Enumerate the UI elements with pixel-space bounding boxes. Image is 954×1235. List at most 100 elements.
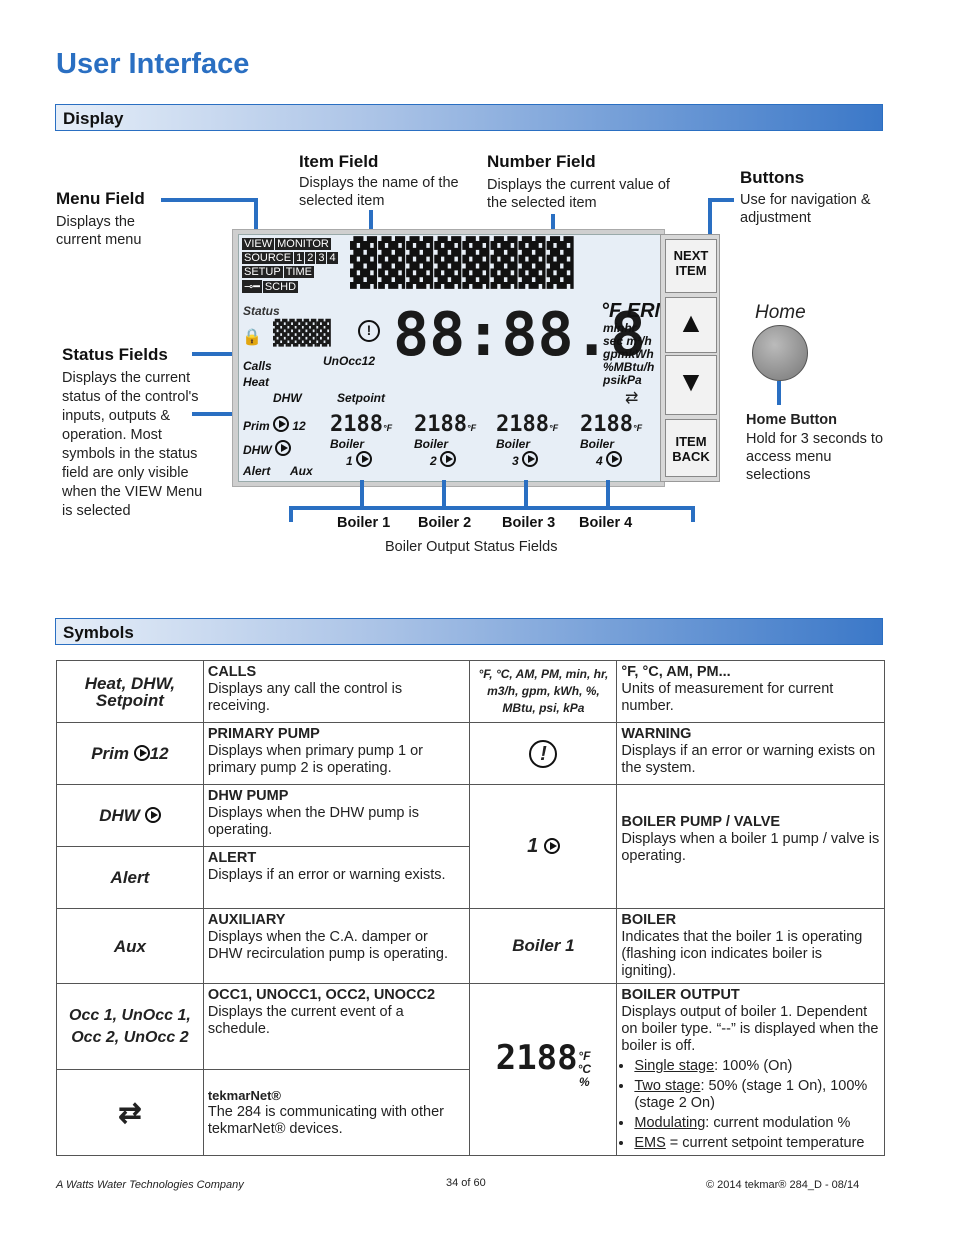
menu-field-desc: Displays the current menu: [56, 214, 142, 248]
sym-text: Displays any call the control is receivi…: [207, 681, 403, 714]
pump-icon: [273, 416, 290, 432]
menu-source-3: 3: [316, 252, 327, 264]
boiler-num: 3: [512, 454, 519, 468]
sym-key: !: [469, 722, 618, 785]
pump-icon: [133, 745, 150, 761]
sym-title: OCC1, UNOCC1, OCC2, UNOCC2: [207, 987, 436, 1003]
boiler-field-2: 2188°F Boiler 2: [414, 412, 494, 468]
pump-icon: [144, 807, 161, 823]
boiler-digits: 2188: [580, 412, 633, 437]
menu-view: VIEW: [242, 238, 275, 250]
units-top: °F ERM: [601, 300, 672, 322]
sym-key: Occ 1, UnOcc 1, Occ 2, UnOcc 2: [56, 983, 204, 1070]
sym-title: DHW PUMP: [207, 788, 289, 804]
sym-title: °F, °C, AM, PM...: [621, 664, 731, 680]
up-button[interactable]: ▲: [665, 297, 717, 353]
footer-right: © 2014 tekmar® 284_D - 08/14: [706, 1179, 860, 1191]
arrow-status: [192, 352, 238, 356]
list-item: Two stage: 50% (stage 1 On), 100% (stage…: [634, 1078, 880, 1112]
sym-key-text: 1: [527, 835, 539, 857]
list-item: EMS = current setpoint temperature: [634, 1135, 880, 1152]
list-item-term: EMS: [634, 1135, 666, 1151]
sym-title: CALLS: [207, 664, 257, 680]
pump-icon: [543, 838, 560, 854]
arrow-status-2: [192, 412, 238, 416]
unit-mbtu: %MBtu/h: [603, 360, 655, 374]
sym-key: 1: [469, 784, 618, 909]
units-stack: °F°C%: [578, 1050, 591, 1089]
boiler-output-digits: 2188: [495, 1038, 578, 1078]
menu-schd: SCHD: [262, 281, 299, 293]
boiler-num: 4: [596, 454, 603, 468]
sym-title: BOILER PUMP / VALVE: [621, 813, 781, 830]
list-item-term: Two stage: [634, 1078, 701, 1094]
pump-icon: [522, 451, 539, 467]
arrow-item: [369, 210, 373, 236]
boiler-field-4: 2188°F Boiler 4: [580, 412, 660, 468]
sym-text: Displays if an error or warning exists.: [207, 867, 446, 883]
lock-icon: 🔒: [242, 329, 262, 346]
sym-title: WARNING: [621, 726, 692, 742]
sym-text: Displays the current event of a schedule…: [207, 1004, 404, 1037]
down-button[interactable]: ▼: [665, 355, 717, 415]
unit-sec: sec m³/h: [603, 334, 652, 348]
sym-text: Displays when a boiler 1 pump / valve is…: [621, 830, 880, 864]
lcd-prim-num: 12: [292, 419, 306, 433]
pump-icon: [356, 451, 373, 467]
page-title: User Interface: [56, 48, 250, 80]
pump-icon: [440, 451, 457, 467]
boiler-word: Boiler: [330, 437, 365, 451]
sym-text: The 284 is communicating with other tekm…: [207, 1104, 444, 1137]
list-item-text: : current modulation %: [705, 1115, 851, 1131]
sym-key-num: 12: [149, 744, 169, 763]
section-display-header: Display: [55, 104, 883, 131]
buttons-desc: Use for navigation & adjustment: [740, 192, 871, 226]
sym-key-text: Prim: [91, 744, 129, 763]
footer-left: A Watts Water Technologies Company: [56, 1179, 244, 1191]
status-fields-desc: Displays the current status of the contr…: [62, 370, 203, 519]
pump-icon: [275, 440, 292, 456]
lcd-unocc: UnOcc12: [323, 354, 376, 368]
boiler-num: 1: [346, 454, 353, 468]
home-button-title: Home Button: [746, 412, 838, 428]
footer-page: 34 of 60: [446, 1177, 486, 1189]
arrow-buttons-down: [708, 198, 712, 234]
lcd-calls: Calls: [243, 359, 272, 373]
sym-desc: tekmarNet®The 284 is communicating with …: [202, 1069, 471, 1156]
boiler-output-list: Single stage: 100% (On) Two stage: 50% (…: [634, 1058, 880, 1152]
menu-monitor: MONITOR: [275, 238, 331, 250]
boiler-word: Boiler: [496, 437, 531, 451]
boiler-num-row: 2: [414, 451, 494, 468]
boiler-4-label: Boiler 4: [579, 515, 633, 531]
warning-icon: !: [358, 320, 380, 342]
list-item: Single stage: 100% (On): [634, 1058, 880, 1075]
sym-key: Boiler 1: [469, 908, 618, 984]
tekmarnet-icon: ⇄: [625, 390, 639, 407]
unit-f: °F: [578, 1049, 591, 1063]
unit-f: °F: [548, 423, 559, 433]
boiler-num-row: 1: [330, 451, 410, 468]
menu-source-2: 2: [305, 252, 316, 264]
boiler-field-3: 2188°F Boiler 3: [496, 412, 576, 468]
home-button[interactable]: [752, 325, 808, 381]
sym-key: 2188°F°C%: [469, 983, 618, 1156]
arrow-boiler-4: [606, 480, 610, 510]
list-item-term: Modulating: [634, 1115, 706, 1131]
list-item-text: = current setpoint temperature: [665, 1135, 865, 1151]
arrow-home: [777, 381, 781, 405]
menu-field-title: Menu Field: [56, 189, 145, 208]
sym-title: PRIMARY PUMP: [207, 726, 320, 742]
button-panel: NEXT ITEM ▲ ▼ ITEM BACK: [660, 234, 720, 482]
item-back-button[interactable]: ITEM BACK: [665, 419, 717, 477]
next-item-button[interactable]: NEXT ITEM: [665, 239, 717, 293]
